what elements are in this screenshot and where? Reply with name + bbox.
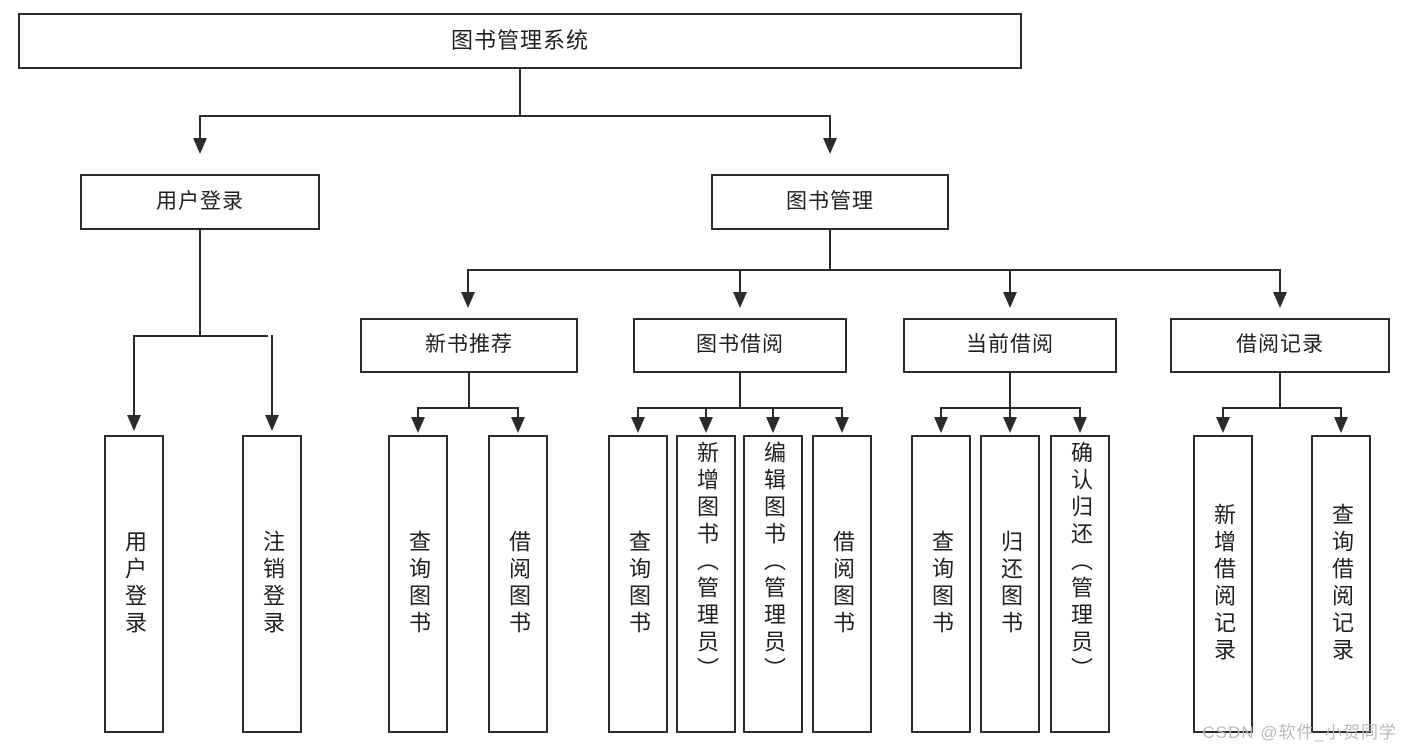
- arrow-current-borrow-child-3: [1073, 417, 1087, 433]
- node-leaf-edit-book-admin[interactable]: 编辑图书（管理员）: [743, 435, 803, 733]
- connector-new-book-child-2: [517, 407, 519, 419]
- node-leaf-borrow-book[interactable]: 借阅图书: [812, 435, 872, 733]
- connector-book-borrow-child-1: [637, 407, 639, 419]
- arrow-borrow-records-child-2: [1334, 417, 1348, 433]
- connector-current-borrow-child-1: [940, 407, 942, 419]
- node-label: 查询图书: [929, 530, 954, 638]
- node-leaf-add-book-admin[interactable]: 新增图书（管理员）: [676, 435, 736, 733]
- connector-level2-bus: [199, 115, 831, 117]
- node-label: 图书管理: [786, 189, 874, 213]
- connector-new-book-stem: [468, 373, 470, 409]
- node-label: 归还图书: [998, 530, 1023, 638]
- arrow-new-book-child-1: [411, 417, 425, 433]
- arrow-book-borrow-child-1: [631, 417, 645, 433]
- node-label: 图书管理系统: [450, 28, 589, 54]
- connector-user-login-child-1: [133, 335, 135, 417]
- arrow-to-current-borrow: [1003, 292, 1017, 308]
- connector-current-borrow-child-3: [1079, 407, 1081, 419]
- connector-to-book-mgmt: [829, 115, 831, 140]
- node-label: 用户登录: [122, 530, 147, 638]
- node-label: 查询借阅记录: [1329, 503, 1354, 665]
- connector-user-login-bus: [133, 335, 268, 337]
- arrow-to-user-login: [193, 138, 207, 154]
- node-leaf-query-borrow-record[interactable]: 查询借阅记录: [1311, 435, 1371, 733]
- connector-book-borrow-stem: [739, 373, 741, 409]
- node-label: 查询图书: [626, 530, 651, 638]
- node-new-book-recommend[interactable]: 新书推荐: [360, 318, 578, 373]
- node-borrow-records[interactable]: 借阅记录: [1170, 318, 1390, 373]
- node-label: 编辑图书（管理员）: [761, 441, 786, 684]
- node-leaf-query-book-borrow[interactable]: 查询图书: [608, 435, 668, 733]
- connector-level3-bus: [467, 269, 1280, 271]
- node-label: 确认归还（管理员）: [1068, 441, 1093, 684]
- connector-borrow-records-child-1: [1222, 407, 1224, 419]
- node-book-management[interactable]: 图书管理: [711, 174, 949, 230]
- connector-current-borrow-child-2: [1009, 407, 1011, 419]
- connector-new-book-child-1: [417, 407, 419, 419]
- node-label: 借阅图书: [830, 530, 855, 638]
- node-leaf-query-book-recommend[interactable]: 查询图书: [388, 435, 448, 733]
- arrow-borrow-records-child-1: [1216, 417, 1230, 433]
- connector-book-borrow-bus: [637, 407, 843, 409]
- node-leaf-return-book[interactable]: 归还图书: [980, 435, 1040, 733]
- connector-book-mgmt-stem: [829, 230, 831, 271]
- connector-current-borrow-stem: [1009, 373, 1011, 409]
- node-label: 新增借阅记录: [1211, 503, 1236, 665]
- node-root-system[interactable]: 图书管理系统: [18, 13, 1022, 69]
- arrow-current-borrow-child-2: [1003, 417, 1017, 433]
- node-book-borrow[interactable]: 图书借阅: [633, 318, 847, 373]
- arrow-new-book-child-2: [511, 417, 525, 433]
- node-label: 借阅图书: [506, 530, 531, 638]
- node-label: 图书借阅: [696, 333, 784, 357]
- connector-borrow-records-stem: [1279, 373, 1281, 409]
- arrow-book-borrow-child-3: [766, 417, 780, 433]
- arrow-book-borrow-child-4: [835, 417, 849, 433]
- node-leaf-logout[interactable]: 注销登录: [242, 435, 302, 733]
- node-leaf-query-book-current[interactable]: 查询图书: [911, 435, 971, 733]
- arrow-to-new-book: [461, 292, 475, 308]
- node-label: 查询图书: [406, 530, 431, 638]
- connector-to-new-book: [467, 269, 469, 294]
- arrow-book-borrow-child-2: [699, 417, 713, 433]
- connector-book-borrow-child-2: [705, 407, 707, 419]
- node-label: 用户登录: [156, 189, 244, 213]
- connector-book-borrow-child-4: [841, 407, 843, 419]
- node-leaf-borrow-book-recommend[interactable]: 借阅图书: [488, 435, 548, 733]
- node-leaf-add-borrow-record[interactable]: 新增借阅记录: [1193, 435, 1253, 733]
- connector-borrow-records-bus: [1222, 407, 1342, 409]
- connector-user-login-child-2: [271, 335, 273, 417]
- connector-root-stem: [519, 69, 521, 116]
- arrow-to-book-borrow: [733, 292, 747, 308]
- connector-to-current-borrow: [1009, 269, 1011, 294]
- node-user-login[interactable]: 用户登录: [80, 174, 320, 230]
- node-current-borrow[interactable]: 当前借阅: [903, 318, 1117, 373]
- arrow-user-login-child-1: [127, 415, 141, 431]
- connector-book-borrow-child-3: [772, 407, 774, 419]
- node-leaf-user-login[interactable]: 用户登录: [104, 435, 164, 733]
- node-label: 新书推荐: [425, 333, 513, 357]
- connector-to-user-login: [199, 115, 201, 140]
- connector-user-login-stem: [199, 230, 201, 336]
- node-leaf-confirm-return-admin[interactable]: 确认归还（管理员）: [1050, 435, 1110, 733]
- connector-to-borrow-records: [1279, 269, 1281, 294]
- arrow-user-login-child-2: [265, 415, 279, 431]
- connector-new-book-bus: [417, 407, 518, 409]
- node-label: 注销登录: [260, 530, 285, 638]
- arrow-to-borrow-records: [1273, 292, 1287, 308]
- connector-to-book-borrow: [739, 269, 741, 294]
- node-label: 新增图书（管理员）: [694, 441, 719, 684]
- arrow-to-book-mgmt: [823, 138, 837, 154]
- connector-borrow-records-child-2: [1340, 407, 1342, 419]
- node-label: 借阅记录: [1236, 333, 1324, 357]
- arrow-current-borrow-child-1: [934, 417, 948, 433]
- node-label: 当前借阅: [966, 333, 1054, 357]
